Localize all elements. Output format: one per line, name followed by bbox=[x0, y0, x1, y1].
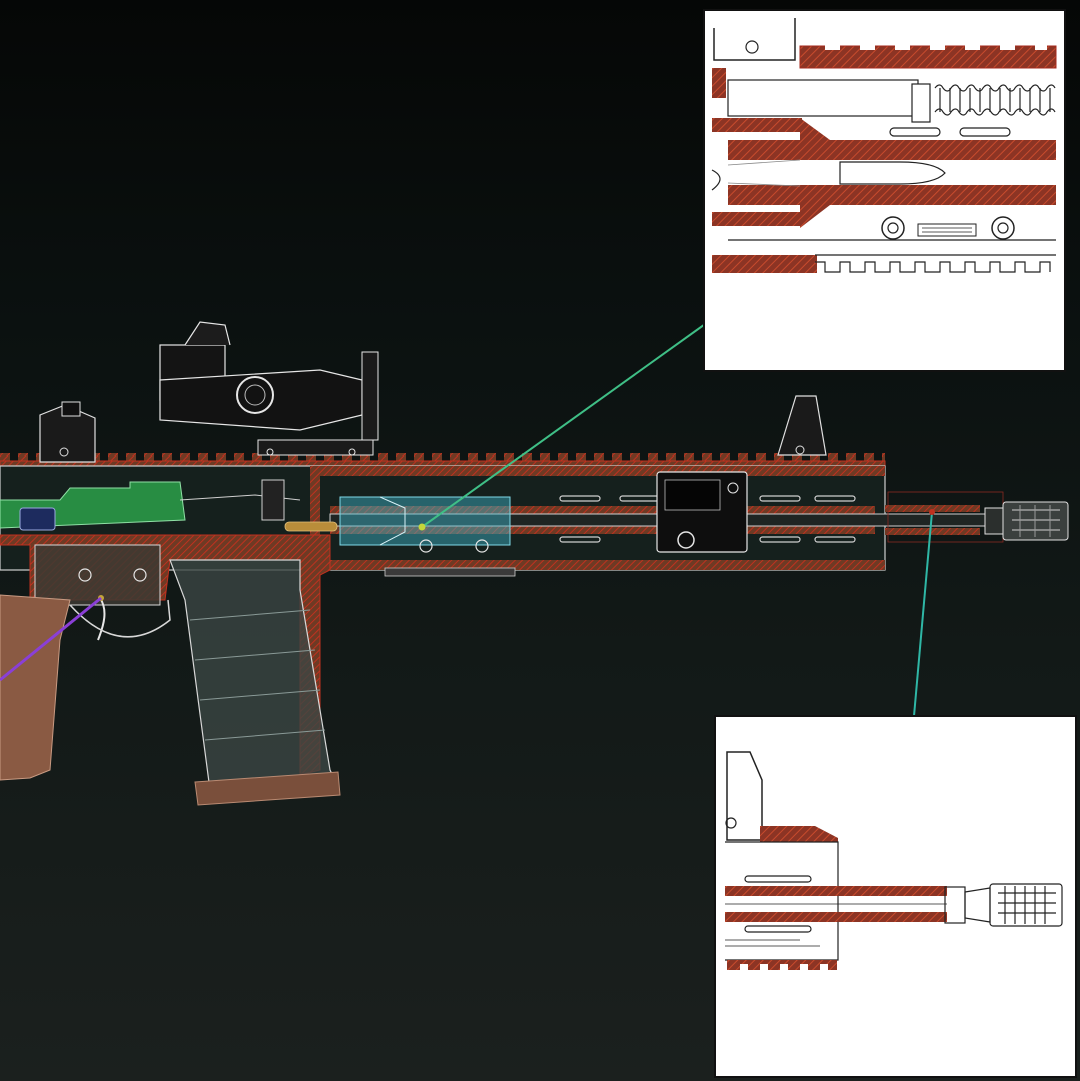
inset-chamber-detail bbox=[703, 9, 1066, 372]
rear-sight bbox=[39, 401, 96, 463]
flash-hider bbox=[984, 501, 1069, 541]
front-sight bbox=[777, 395, 827, 456]
op-rod-upper bbox=[330, 506, 875, 514]
barrel-extension bbox=[339, 496, 511, 553]
upper-rail bbox=[0, 453, 886, 468]
inset-muzzle-detail bbox=[714, 715, 1077, 1078]
barrel-wall-top bbox=[885, 505, 980, 512]
callout-anchor-chamber bbox=[418, 523, 426, 531]
magazine bbox=[169, 559, 341, 806]
pistol-grip bbox=[0, 594, 71, 781]
trigger-group bbox=[34, 544, 171, 641]
gas-block bbox=[656, 471, 748, 553]
callout-line-chamber bbox=[421, 321, 709, 528]
bolt-carrier-group bbox=[0, 479, 301, 531]
op-rod-lower bbox=[330, 526, 875, 534]
callout-anchor-muzzle bbox=[929, 509, 935, 515]
barrel-wall-bottom bbox=[885, 528, 980, 535]
rifle-side-section bbox=[0, 321, 1069, 806]
callout-line-muzzle bbox=[913, 511, 933, 717]
handguard-slots bbox=[559, 495, 856, 543]
optic-scope bbox=[159, 321, 379, 456]
callout-line-trigger bbox=[0, 596, 102, 682]
cartridge bbox=[284, 521, 338, 532]
